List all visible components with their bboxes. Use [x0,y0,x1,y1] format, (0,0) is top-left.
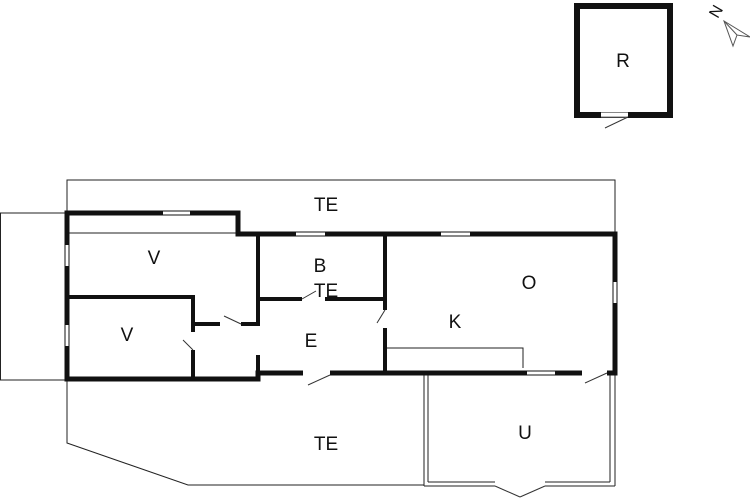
windows [65,211,617,375]
room-label-entrance: E [305,331,318,352]
terrace-top [66,179,616,234]
kitchen-counter [387,347,524,368]
room-label-living: O [522,273,537,294]
shed [574,3,673,129]
room-label-kitchen: K [449,312,462,333]
veranda [423,375,616,498]
room-label-bathroom-sub: TE [314,281,338,302]
room-label-bedroom-2: V [121,325,134,346]
room-label-terrace-top: TE [314,195,338,216]
room-label-shed: R [616,51,630,72]
terrace-bottom [66,375,425,486]
compass-label: N [707,3,728,22]
north-arrow-icon: N [707,3,750,48]
room-label-bathroom: B [314,256,327,277]
side-deck [0,212,67,381]
room-label-veranda: U [518,423,532,444]
walls [64,210,618,382]
room-label-bedroom-1: V [148,248,161,269]
room-label-terrace-bottom: TE [314,434,338,455]
doors [182,290,608,386]
